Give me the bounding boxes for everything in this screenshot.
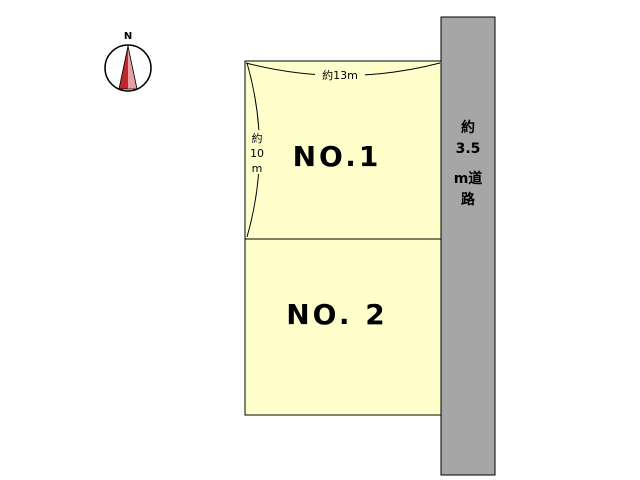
north-arrow-icon	[118, 45, 138, 90]
road-label-line-4: 路	[461, 191, 476, 208]
width-label: 約13m	[322, 68, 358, 82]
north-compass: N	[104, 31, 152, 92]
depth-label-bg	[247, 130, 267, 174]
road-label-line-3: m道	[454, 170, 483, 187]
road-label-line-1: 約	[461, 119, 475, 136]
lot-1	[244, 60, 442, 240]
depth-dimension: 約 10 m	[246, 62, 267, 238]
road-strip	[440, 16, 496, 476]
width-dimension: 約13m	[245, 62, 441, 82]
width-label-bg	[315, 68, 365, 82]
lot-1-label: NO.1	[293, 140, 382, 173]
lot-2	[244, 238, 442, 416]
road-label-line-2: 3.5	[456, 141, 481, 157]
lot-2-label: NO. 2	[286, 298, 388, 331]
north-label: N	[124, 31, 132, 42]
depth-label-line-2: 10	[250, 147, 264, 160]
road-label: 約 3.5 m道 路	[454, 119, 483, 208]
depth-label-line-1: 約	[252, 131, 263, 145]
depth-label-line-3: m	[252, 162, 263, 175]
